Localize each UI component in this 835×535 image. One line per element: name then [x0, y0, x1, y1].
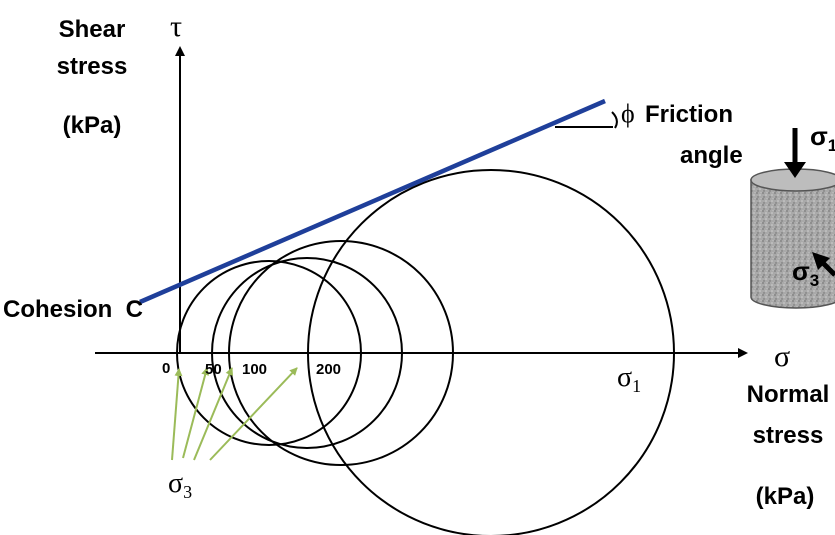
specimen-sigma3-arrowhead — [812, 252, 830, 270]
y-axis-title-line2: stress — [57, 53, 128, 80]
sigma3-pointer-label: σ3 — [168, 468, 192, 502]
soil-specimen — [750, 168, 835, 309]
friction-angle-symbol: ϕ — [621, 99, 635, 128]
sigma3-arrow-100 — [193, 367, 234, 461]
tick-label-50: 50 — [205, 361, 222, 378]
cohesion-label: Cohesion C — [3, 296, 143, 323]
sigma3-arrow-50 — [182, 367, 210, 459]
x-axis-symbol: σ — [774, 340, 790, 373]
x-axis-title-line2: stress — [753, 422, 824, 449]
specimen-sigma3-label: σ3 — [792, 256, 819, 290]
y-axis-title-line1: Shear — [59, 16, 126, 43]
friction-angle-word1: Friction — [645, 101, 733, 128]
x-axis-title-line1: Normal — [747, 381, 830, 408]
tick-label-0: 0 — [162, 360, 170, 377]
failure-envelope-line — [139, 98, 606, 305]
sigma1-axis-label: σ1 — [617, 362, 641, 396]
y-axis-unit: (kPa) — [63, 112, 122, 139]
x-axis-unit: (kPa) — [756, 483, 815, 510]
tick-label-100: 100 — [242, 361, 267, 378]
tick-label-200: 200 — [316, 361, 341, 378]
specimen-sigma1-label: σ1 — [810, 121, 835, 155]
specimen-sigma1-arrowhead — [784, 162, 806, 178]
sigma3-arrow-0 — [171, 368, 183, 461]
sigma3-arrow-200 — [209, 367, 298, 461]
y-axis-symbol: τ — [170, 10, 182, 43]
specimen-body — [750, 179, 835, 309]
friction-angle-word2: angle — [680, 142, 743, 169]
friction-angle-arc — [611, 111, 618, 129]
